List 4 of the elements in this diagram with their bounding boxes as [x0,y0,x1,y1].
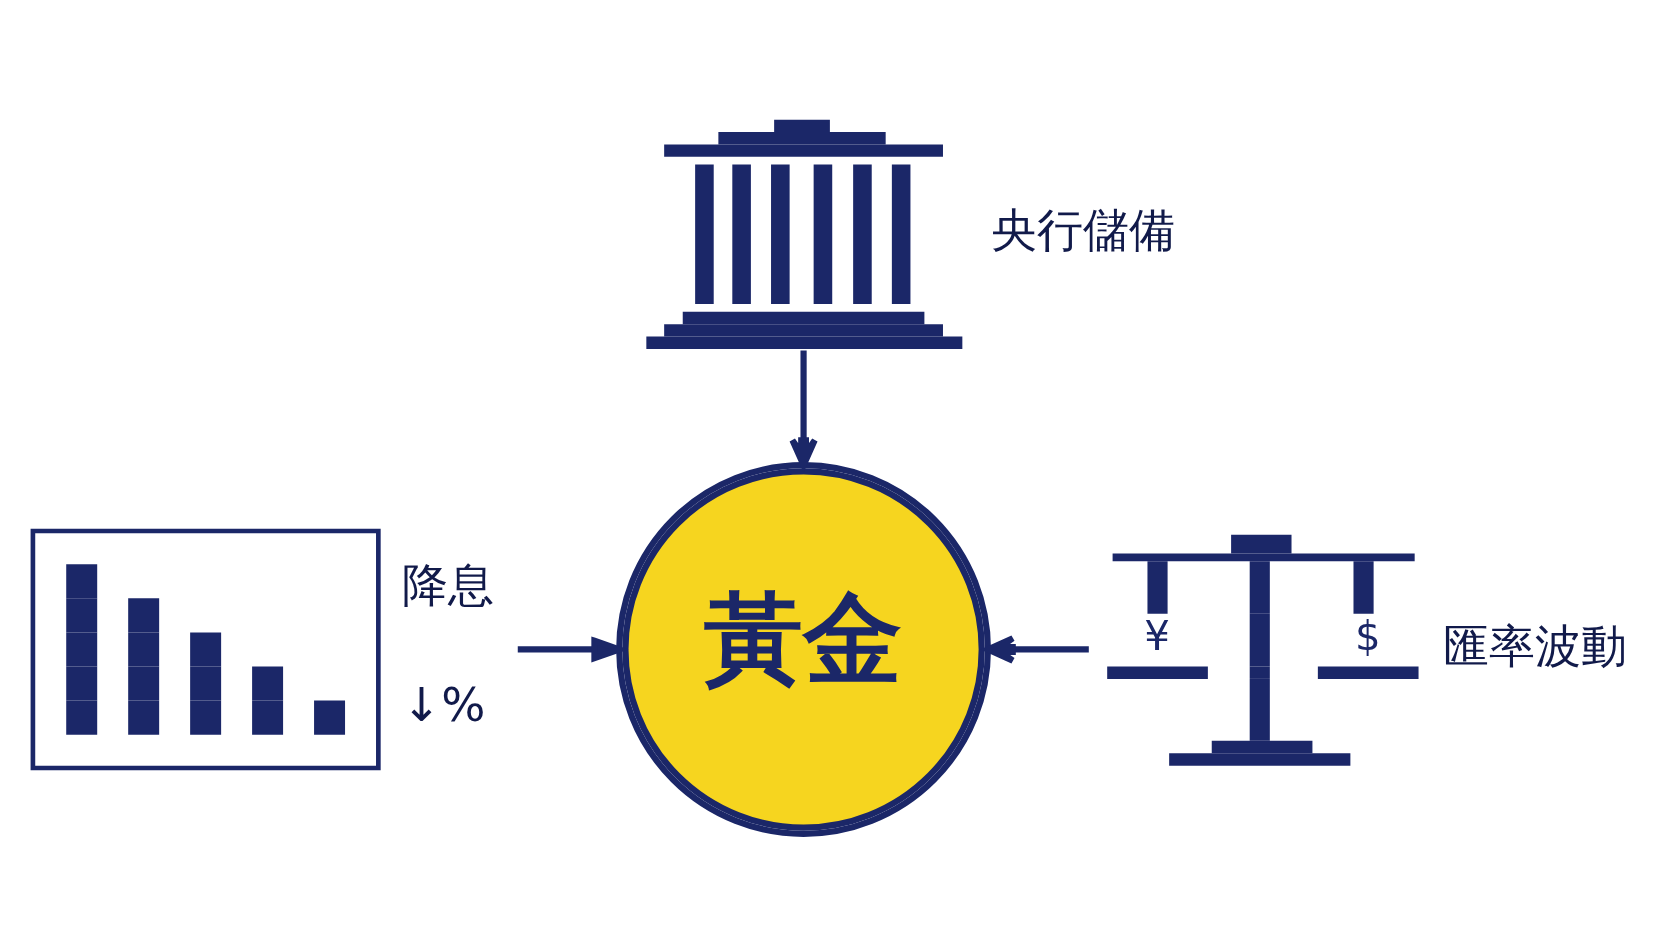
node-label: 降息 [402,557,495,612]
node-label: ↓% [402,677,486,732]
node-label: 央行儲備 [991,202,1175,257]
node-label: 匯率波動 [1443,618,1628,673]
